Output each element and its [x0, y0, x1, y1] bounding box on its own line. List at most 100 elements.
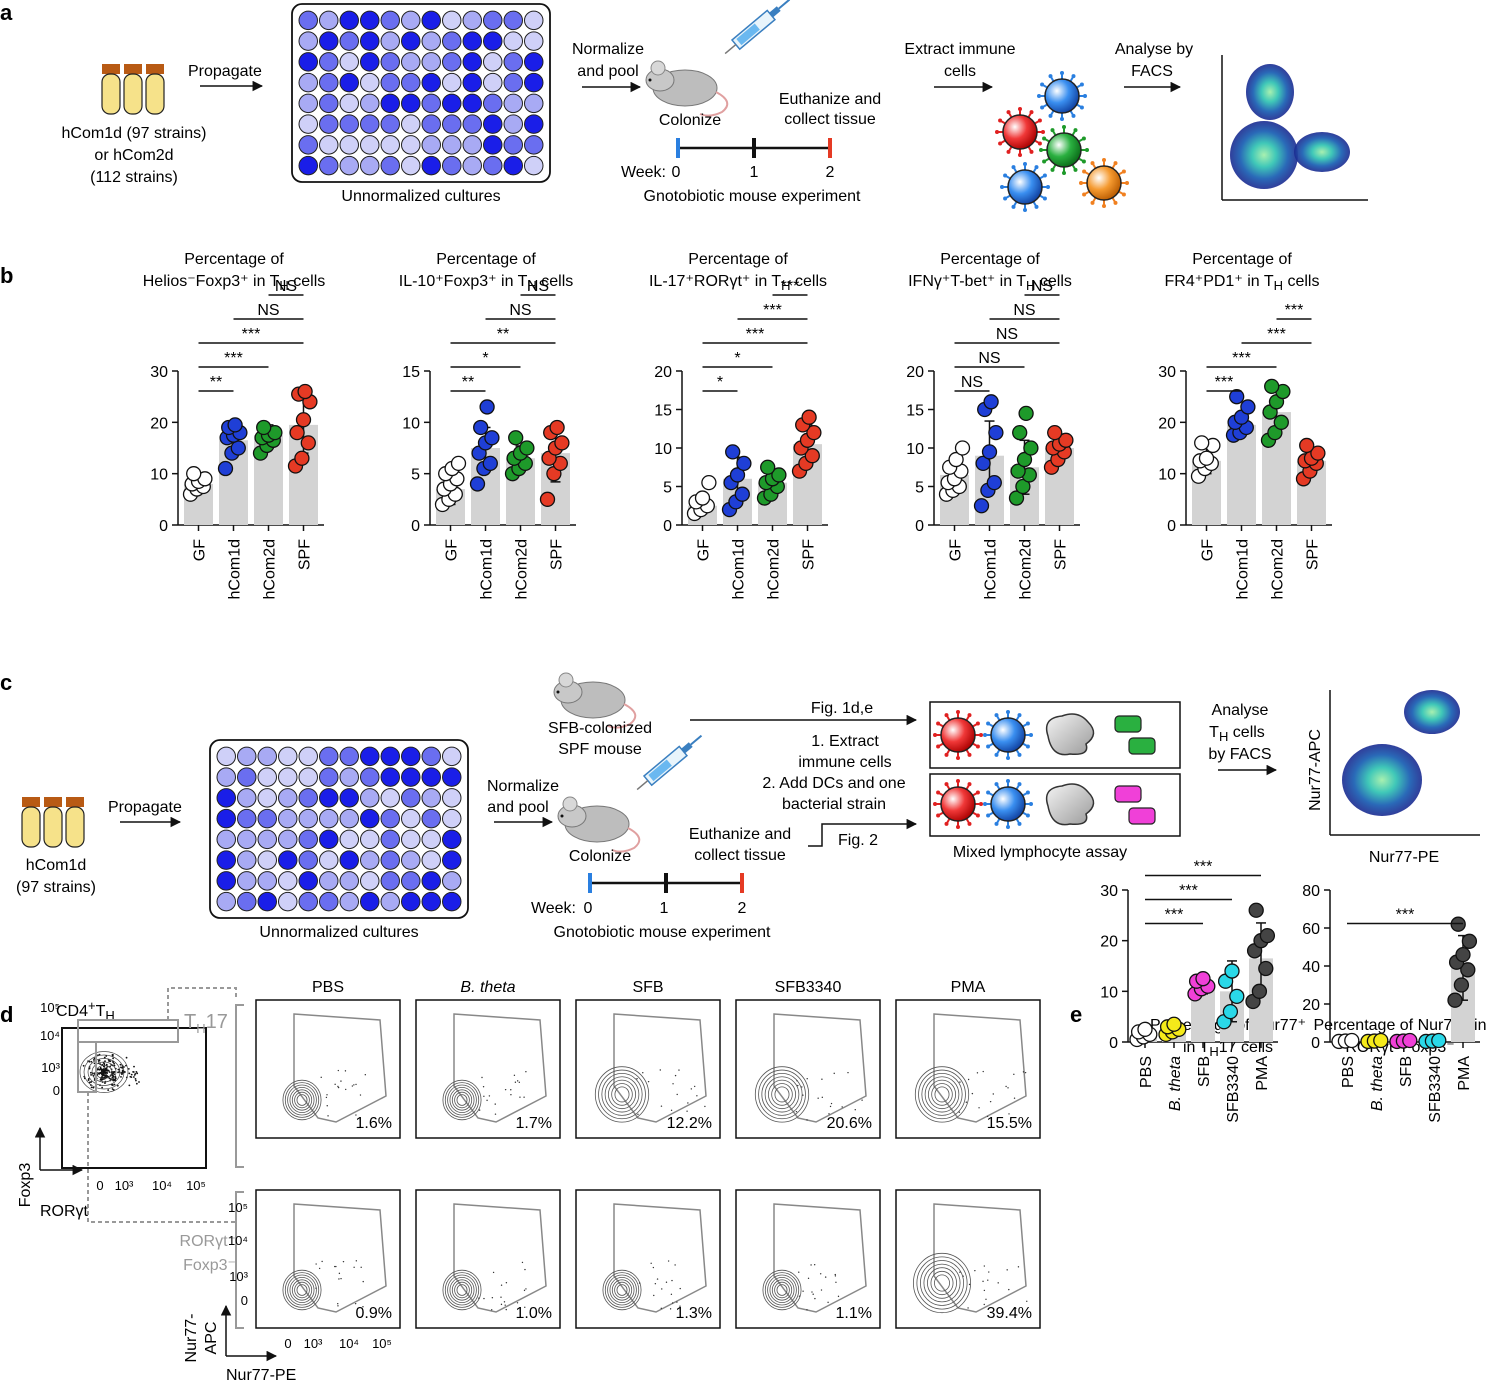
data-point [508, 430, 524, 446]
xtick: 10³ [304, 1336, 323, 1351]
y-tick-label: 5 [411, 467, 420, 484]
well [339, 135, 359, 155]
well [360, 72, 380, 93]
sfb-mouse-icon [553, 672, 637, 729]
well [401, 52, 421, 72]
well [503, 114, 523, 134]
category-label: GF [444, 539, 461, 561]
immune-cell-icon [933, 779, 983, 829]
well [421, 788, 441, 808]
well [503, 72, 523, 93]
well [380, 767, 400, 787]
category-label: PMA [1254, 1056, 1271, 1091]
well [360, 10, 380, 31]
well [380, 850, 400, 870]
immune-cell-icon [995, 107, 1045, 157]
significance-label: NS [996, 326, 1018, 343]
contour-plot [575, 999, 721, 1139]
step-line-2: immune cells [798, 754, 891, 771]
significance-label: *** [746, 326, 765, 343]
well [319, 808, 339, 829]
data-point [549, 419, 565, 436]
well [360, 891, 380, 912]
well [216, 767, 236, 787]
well [421, 155, 441, 176]
data-point [289, 424, 305, 441]
well [462, 93, 482, 114]
data-point [806, 424, 822, 441]
well [380, 52, 400, 72]
data-point [1010, 463, 1026, 479]
well [319, 72, 339, 93]
axis-y-1: Nur77- [183, 1314, 200, 1363]
source-line-2: (97 strains) [16, 879, 96, 896]
data-point [801, 409, 817, 425]
gate-xtick: 10⁵ [186, 1178, 206, 1193]
well [401, 31, 421, 51]
data-point [1018, 405, 1034, 422]
gate-xtick: 10³ [115, 1178, 134, 1193]
well [503, 10, 523, 31]
gate-plot-density [79, 1051, 140, 1093]
contour-plot [735, 999, 881, 1139]
well [339, 31, 359, 51]
percent-label: 39.4% [987, 1305, 1032, 1322]
nur77-gate [933, 1013, 1027, 1123]
data-point [986, 474, 1002, 491]
bar-chart-e1: Percentage of Nur77⁺in TH17 cells0102030… [1100, 858, 1306, 1122]
fig-ref-bottom: Fig. 2 [838, 832, 878, 849]
fig-ref-top: Fig. 1d,e [811, 700, 873, 717]
data-point [729, 467, 746, 483]
data-point [469, 476, 486, 492]
gate-ytick: 10³ [41, 1060, 60, 1075]
category-label: SPF [1053, 539, 1070, 570]
data-point [1012, 424, 1028, 441]
data-point [1453, 977, 1470, 993]
facs-y-label: Nur77-APC [1307, 729, 1324, 811]
chart-title: Percentage of [1192, 251, 1292, 268]
well [421, 31, 441, 51]
well [339, 850, 359, 870]
data-point [1229, 988, 1245, 1005]
well [503, 135, 523, 155]
well [216, 788, 236, 808]
well [360, 829, 380, 850]
data-point [297, 383, 313, 400]
timeline [588, 873, 744, 893]
well [442, 72, 462, 93]
nur77-gate [773, 1013, 867, 1123]
y-tick-label: 0 [1311, 1035, 1320, 1052]
percent-label: 1.6% [356, 1115, 392, 1132]
percent-label: 0.9% [356, 1305, 392, 1322]
data-point [1455, 946, 1471, 963]
well [524, 155, 544, 176]
well [462, 135, 482, 155]
well [360, 52, 380, 72]
week-label: Week: [531, 900, 576, 917]
panel-a-letter: a [0, 0, 13, 25]
well [278, 746, 298, 767]
xtick: 10⁵ [372, 1336, 392, 1351]
immune-cell-icon [1000, 162, 1050, 212]
well [319, 829, 339, 850]
well [319, 155, 339, 176]
well [360, 114, 380, 134]
significance-label: *** [1215, 374, 1234, 391]
data-point [973, 498, 990, 514]
normalize-line-2: and pool [487, 799, 548, 816]
well [442, 891, 462, 912]
well [380, 871, 400, 891]
panel-c-letter: c [0, 670, 12, 695]
category-label: hCom2d [1270, 539, 1287, 599]
significance-label: *** [1396, 906, 1415, 923]
well [257, 788, 277, 808]
well [278, 891, 298, 912]
well [380, 829, 400, 850]
assay-cells-icon [933, 710, 1156, 829]
well [319, 850, 339, 870]
well [319, 767, 339, 787]
immune-cell-icon [983, 779, 1033, 829]
